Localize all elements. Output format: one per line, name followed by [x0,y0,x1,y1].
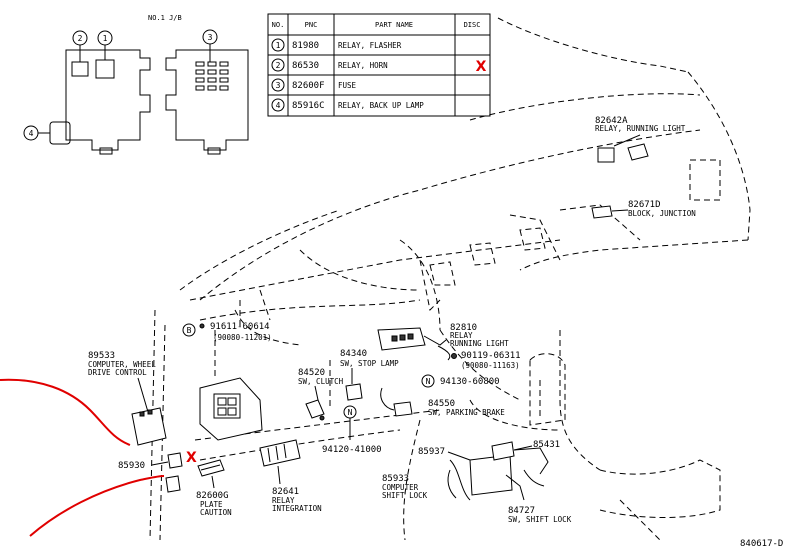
callout-b-text: B [187,326,192,335]
part-number-82810: 82810 [450,323,477,333]
part-name-82600g-line1: PLATE [200,500,223,509]
grommet-94130: N 94130-60800 [421,374,500,388]
callout-n [421,374,435,388]
callout-2 [72,30,88,46]
part-alt-90119: (90080-11163) [461,361,520,370]
row-part-name: RELAY, HORN [338,61,388,70]
row-pnc: 81980 [292,41,319,51]
part-85930: 85930 X [118,450,197,493]
junction-block-label: NO.1 J/B [148,14,182,22]
part-name-89533-line1: COMPUTER, WHEEL [88,360,156,369]
plate-caution-82600g: 82600G PLATE CAUTION [196,459,232,517]
row-no: 4 [276,101,281,110]
col-header-part-name: PART NAME [375,21,413,29]
part-number-85930: 85930 [118,461,145,471]
callout-n-text: N [348,408,353,417]
callout-1 [97,30,113,46]
row-pnc: 86530 [292,61,319,71]
col-header-pnc: PNC [305,21,318,29]
part-name-82810-line2: RUNNING LIGHT [450,339,509,348]
part-name-85933-line2: SHIFT LOCK [382,491,428,500]
part-alt-91611: (90080-11201) [213,333,272,342]
part-name-84727: SW, SHIFT LOCK [508,515,572,524]
row-part-name: FUSE [338,81,357,90]
grommet-94120: 94120-41000 [322,445,382,455]
callout-4-text: 4 [29,129,34,138]
table-row: 2 86530 RELAY, HORN X [271,58,487,75]
red-annotation-arrows [0,378,165,537]
part-name-82641-line1: RELAY [272,496,295,505]
part-number-85431: 85431 [533,440,560,450]
part-number-89533: 89533 [88,351,115,361]
part-name-82600g-line2: CAUTION [200,508,232,517]
part-number-91611: 91611-60614 [210,322,270,332]
dashboard-outline [149,17,751,541]
callout-1-text: 1 [103,34,108,43]
table-row: 3 82600F FUSE [271,78,357,92]
drawing-code: 840617-D [740,539,783,549]
part-number-84340: 84340 [340,349,367,359]
part-name-84550: SW, PARKING BRAKE [428,408,505,417]
part-number-85937: 85937 [418,447,445,457]
relay-running-light-82642a: 82642A RELAY, RUNNING LIGHT [595,116,686,163]
part-name-82671d: BLOCK, JUNCTION [628,209,696,218]
row-part-name: RELAY, BACK UP LAMP [338,101,424,110]
red-x-mark: X [186,450,197,466]
col-header-no: NO. [272,21,285,29]
bolt-icon [199,323,205,329]
part-number-94120: 94120-41000 [322,445,382,455]
part-number-84520: 84520 [298,368,325,378]
callout-3 [202,29,218,45]
part-name-82641-line2: INTEGRATION [272,504,322,513]
junction-block-detail: NO.1 J/B 2 1 3 4 [23,14,249,155]
relay-block-center [199,377,263,441]
part-number-85933: 85933 [382,474,409,484]
callout-2-text: 2 [78,34,83,43]
part-number-84727: 84727 [508,506,535,516]
part-name-84520: SW, CLUTCH [298,377,344,386]
bolt-91611: B 91611-60614 (90080-11201) [182,322,272,342]
switch-parking-brake-84550: 84550 SW, PARKING BRAKE [380,387,505,417]
shift-lock-assembly: 85937 85431 85933 COMPUTER SHIFT LOCK 84… [382,353,572,524]
screw-90119: 90119-06311 (90080-11163) [451,351,521,370]
table-row: 4 85916C RELAY, BACK UP LAMP [271,98,424,112]
callout-4 [23,125,39,141]
block-junction-82671d: 82671D BLOCK, JUNCTION [591,200,696,219]
part-name-89533-line2: DRIVE CONTROL [88,368,147,377]
part-number-90119: 90119-06311 [461,351,521,361]
part-number-94130: 94130-60800 [440,377,500,387]
fuse-grid [195,61,229,91]
switch-stop-lamp-84340: 84340 SW, STOP LAMP N [340,349,399,440]
row-pnc: 82600F [292,81,325,91]
callout-n-text-2: N [426,377,431,386]
callout-b [182,323,196,337]
computer-wheel-drive-control-89533: 89533 COMPUTER, WHEEL DRIVE CONTROL [88,351,167,446]
part-number-82600g: 82600G [196,491,229,501]
relay-running-light-82810: 82810 RELAY RUNNING LIGHT [377,323,509,361]
part-name-82642a: RELAY, RUNNING LIGHT [595,124,686,133]
row-no: 3 [276,81,281,90]
part-number-84550: 84550 [428,399,455,409]
row-no: 1 [276,41,281,50]
part-number-82642a: 82642A [595,116,628,126]
switch-clutch-84520: 84520 SW, CLUTCH [298,368,344,421]
part-name-85933-line1: COMPUTER [382,483,419,492]
screw-icon [451,353,457,359]
disc-x-mark: X [476,59,487,75]
relay-integration-82641: 82641 RELAY INTEGRATION [259,439,322,513]
table-row: 1 81980 RELAY, FLASHER [271,38,402,52]
col-header-disc: DISC [464,21,481,29]
part-number-82671d: 82671D [628,200,661,210]
part-name-82810-line1: RELAY [450,331,473,340]
row-part-name: RELAY, FLASHER [338,41,402,50]
parts-table: NO. PNC PART NAME DISC 1 81980 RELAY, FL… [267,13,491,117]
relay-shape [597,147,615,163]
row-no: 2 [276,61,281,70]
part-name-84340: SW, STOP LAMP [340,359,399,368]
callout-3-text: 3 [208,33,213,42]
part-number-82641: 82641 [272,487,299,497]
row-pnc: 85916C [292,101,325,111]
